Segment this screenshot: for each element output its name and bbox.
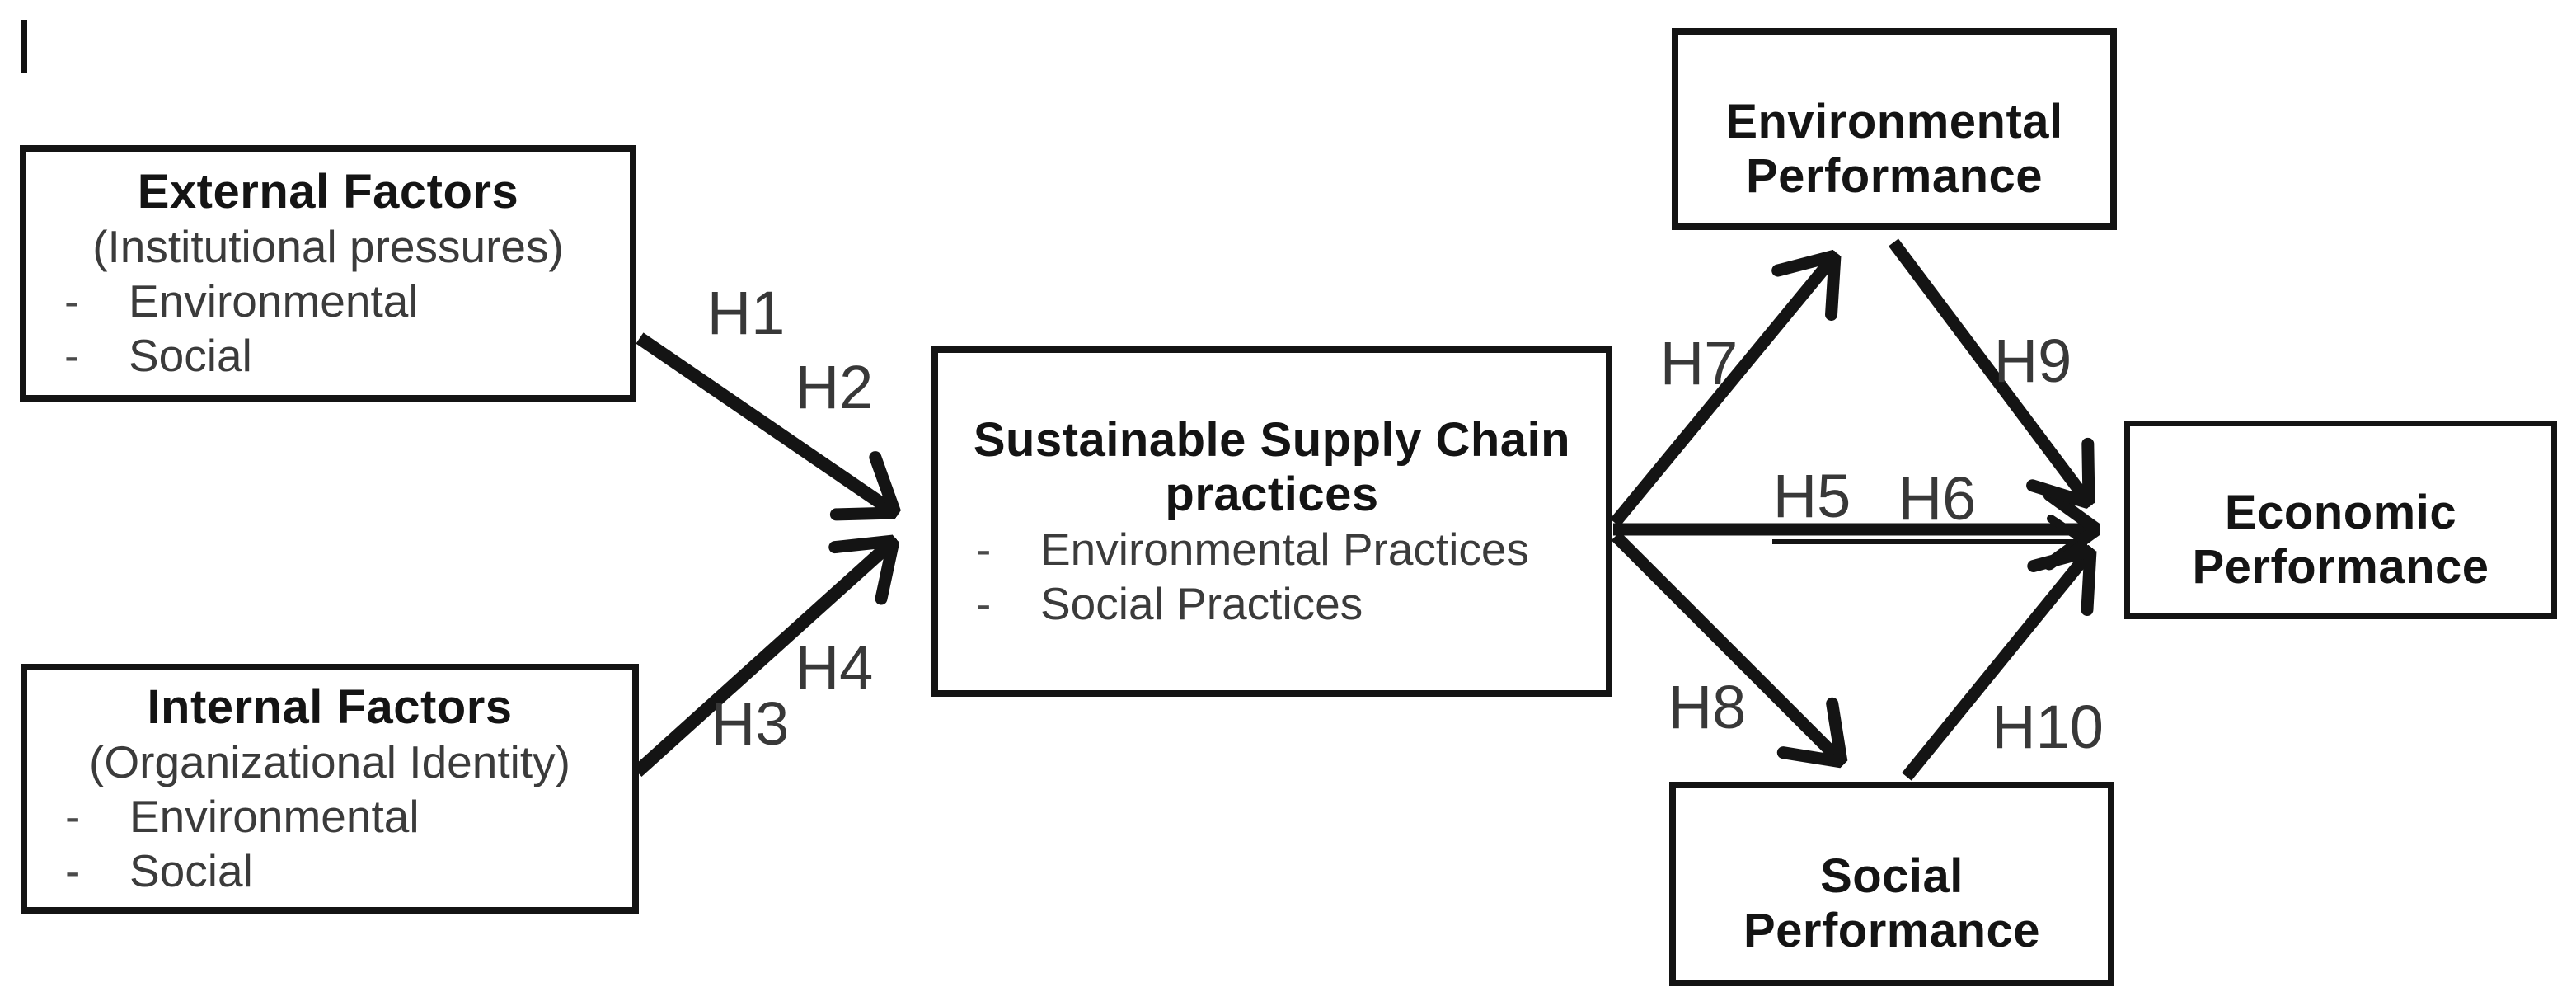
economic-performance-title-line1: Economic bbox=[2224, 485, 2457, 539]
environmental-performance-title-line2: Performance bbox=[1745, 148, 2043, 203]
arrow-h7-sscp-to-environmental bbox=[1610, 256, 1835, 527]
arrow-h3-h4-internal-to-sscp bbox=[632, 541, 894, 777]
sscp-title-line2: practices bbox=[1165, 467, 1379, 521]
bullet-dash: - bbox=[65, 844, 81, 896]
internal-factors-list: - Environmental - Social bbox=[27, 789, 632, 898]
hypothesis-label-h1: H1 bbox=[706, 279, 786, 347]
hypothesis-label-h6: H6 bbox=[1898, 464, 1977, 533]
list-item: - Social bbox=[55, 844, 632, 898]
sscp-list: - Environmental Practices - Social Pract… bbox=[938, 522, 1606, 631]
list-item: - Social Practices bbox=[966, 576, 1606, 631]
economic-performance-title-line2: Performance bbox=[2192, 539, 2489, 594]
list-item-label: Social bbox=[129, 844, 253, 896]
arrow-h1-h2-external-to-sscp bbox=[636, 332, 895, 513]
bullet-dash: - bbox=[976, 523, 992, 575]
internal-factors-subtitle: (Organizational Identity) bbox=[89, 736, 570, 787]
list-item-label: Environmental bbox=[129, 275, 419, 327]
box-social-performance: Social Performance bbox=[1669, 782, 2114, 986]
box-internal-factors: Internal Factors (Organizational Identit… bbox=[21, 664, 639, 914]
bullet-dash: - bbox=[65, 790, 81, 842]
external-factors-subtitle: (Institutional pressures) bbox=[92, 220, 564, 272]
list-item-label: Environmental Practices bbox=[1040, 523, 1530, 575]
sscp-title-line1: Sustainable Supply Chain bbox=[973, 412, 1571, 467]
social-performance-title-line1: Social bbox=[1820, 849, 1964, 903]
box-sustainable-supply-chain-practices: Sustainable Supply Chain practices - Env… bbox=[931, 346, 1612, 697]
box-external-factors: External Factors (Institutional pressure… bbox=[20, 145, 636, 402]
list-item-label: Environmental bbox=[129, 790, 420, 842]
hypothesis-label-h9: H9 bbox=[1993, 327, 2072, 395]
bullet-dash: - bbox=[976, 577, 992, 629]
arrow-h9-environmental-to-economic bbox=[1889, 238, 2089, 503]
external-factors-list: - Environmental - Social bbox=[26, 274, 630, 383]
hypothesis-label-h10: H10 bbox=[1992, 693, 2104, 761]
hypothesis-label-h3: H3 bbox=[711, 689, 790, 758]
hypothesis-label-h2: H2 bbox=[795, 353, 874, 421]
box-environmental-performance: Environmental Performance bbox=[1672, 28, 2117, 230]
environmental-performance-title-line1: Environmental bbox=[1725, 94, 2063, 148]
list-item: - Environmental bbox=[55, 789, 632, 844]
arrow-h8-sscp-to-social bbox=[1611, 531, 1842, 762]
list-item-label: Social bbox=[129, 329, 252, 381]
hypothesis-label-h8: H8 bbox=[1668, 673, 1747, 741]
list-item: - Environmental bbox=[54, 274, 630, 328]
hypothesis-label-h5: H5 bbox=[1772, 462, 1851, 530]
hypothesis-label-h4: H4 bbox=[795, 633, 874, 702]
bullet-dash: - bbox=[64, 275, 80, 327]
arrow-h10-social-to-economic bbox=[1902, 551, 2090, 781]
bullet-dash: - bbox=[64, 329, 80, 381]
external-factors-title: External Factors bbox=[137, 164, 519, 219]
box-economic-performance: Economic Performance bbox=[2124, 421, 2557, 619]
hypothesis-label-h7: H7 bbox=[1659, 329, 1738, 397]
list-item-label: Social Practices bbox=[1040, 577, 1363, 629]
internal-factors-title: Internal Factors bbox=[147, 679, 513, 734]
list-item: - Social bbox=[54, 328, 630, 383]
social-performance-title-line2: Performance bbox=[1743, 904, 2041, 957]
list-item: - Environmental Practices bbox=[966, 522, 1606, 576]
scan-artifact-tick bbox=[21, 20, 27, 73]
